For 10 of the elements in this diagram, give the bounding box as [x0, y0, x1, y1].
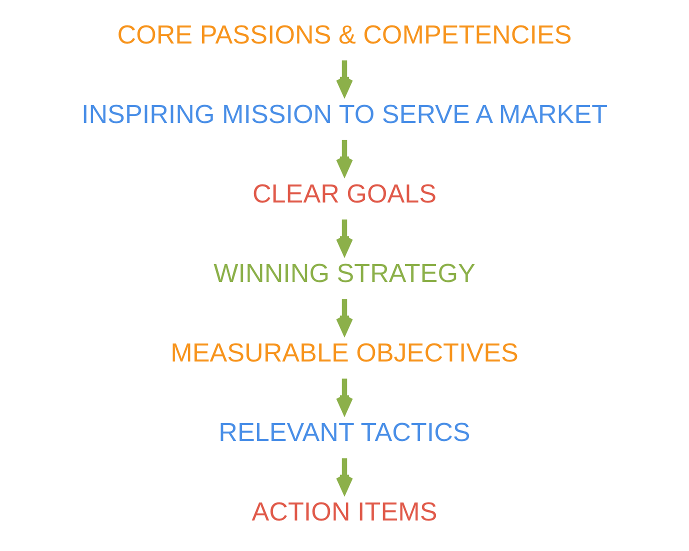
- node-text: INSPIRING MISSION TO SERVE A MARKET: [81, 98, 608, 129]
- node-text: RELEVANT TACTICS: [218, 417, 470, 448]
- node-text: CLEAR GOALS: [252, 178, 437, 208]
- arrow: [336, 220, 353, 255]
- node-text: CORE PASSIONS & COMPETENCIES: [117, 19, 572, 50]
- arrow: [336, 140, 353, 176]
- node-text: MEASURABLE OBJECTIVES: [170, 338, 518, 368]
- arrow: [336, 299, 353, 334]
- node-text: ACTION ITEMS: [252, 496, 438, 527]
- node-text: WINNING STRATEGY: [214, 258, 476, 288]
